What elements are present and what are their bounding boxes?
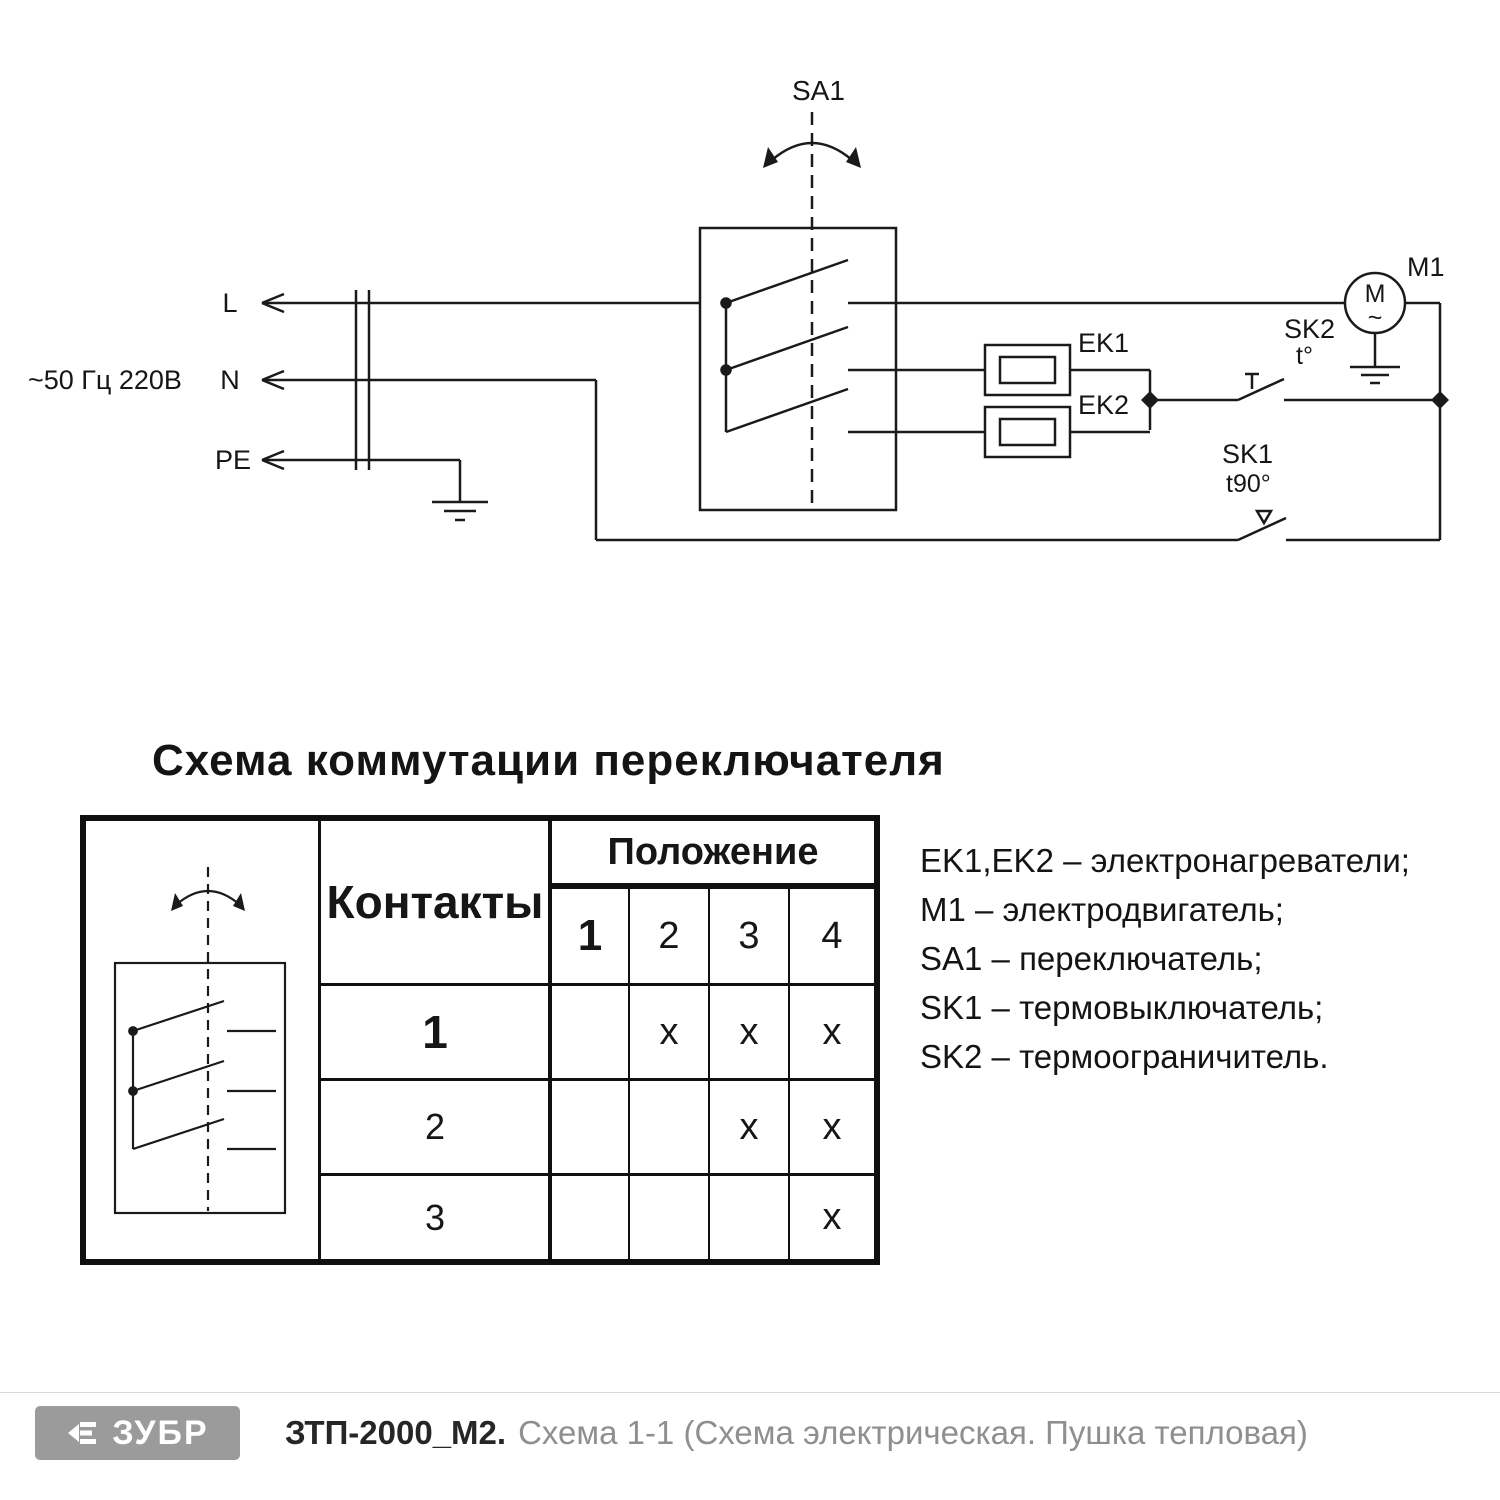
switch-symbol-drawing [113, 867, 287, 1215]
m1-label: M1 [1407, 252, 1445, 282]
schema-description: Схема 1-1 (Схема электрическая. Пушка те… [518, 1414, 1308, 1451]
zubr-logo-icon [68, 1422, 97, 1444]
legend-item: M1 – электродвигатель; [920, 891, 1284, 928]
grid-vline-contacts-left [318, 821, 321, 1259]
mark-cell: x [739, 1105, 759, 1148]
pe-ground-icon [432, 500, 488, 522]
grid-vline-col3 [788, 889, 790, 1259]
grid-hline-position-underline [552, 883, 874, 889]
line-pe-wire [261, 449, 462, 502]
zubr-logo: ЗУБР [35, 1406, 240, 1460]
mark-cell: x [822, 1010, 842, 1053]
contact-row-label: 3 [424, 1196, 446, 1238]
switch-table: Контакты Положение 1 2 3 4 1 x x x 2 x x… [80, 815, 880, 1265]
position-3-header: 3 [738, 914, 760, 957]
legend-item: SK1 – термовыключатель; [920, 989, 1324, 1026]
sa1-contacts [720, 258, 849, 434]
switch-table-title: Схема коммутации переключателя [152, 736, 945, 785]
line-n-wire [261, 369, 598, 540]
mark-cell: x [822, 1196, 842, 1238]
mark-cell [552, 986, 628, 1078]
contact-row-label: 2 [424, 1106, 446, 1147]
grid-hline-row2 [318, 1078, 874, 1081]
circuit-wires [261, 112, 1449, 542]
power-rating-label: ~50 Гц 220В [28, 365, 182, 395]
mark-cell: x [739, 1010, 759, 1053]
footer: ЗУБР ЗТП-2000_М2. Схема 1-1 (Схема элект… [0, 1392, 1500, 1500]
mark-cell [710, 1176, 788, 1259]
mark-cell: x [822, 1105, 842, 1148]
sk1-temp-label: t90° [1226, 470, 1271, 498]
motor-m1-symbol [1343, 271, 1440, 385]
legend-item: EK1,EK2 – электронагреватели; [920, 842, 1410, 879]
mark-cell [630, 1176, 708, 1259]
terminal-block-icon [354, 290, 371, 470]
grid-hline-row3 [318, 1173, 874, 1176]
sk2-label: SK2 [1284, 314, 1335, 344]
motor-ac-label: ~ [1368, 304, 1383, 332]
heater-ek1-symbol [848, 343, 1152, 430]
zubr-logo-text: ЗУБР [112, 1413, 209, 1452]
line-l-wire [261, 292, 700, 314]
mark-cell [552, 1081, 628, 1173]
sk1-label: SK1 [1222, 439, 1273, 469]
legend: EK1,EK2 – электронагреватели; M1 – элект… [920, 836, 1410, 1081]
position-header: Положение [607, 830, 819, 873]
contact-row-label: 1 [422, 1006, 448, 1058]
sk1-thermal-switch-symbol [596, 509, 1440, 542]
position-4-header: 4 [821, 914, 843, 957]
mark-cell [552, 1176, 628, 1259]
line-l-label: L [222, 288, 237, 318]
sk2-thermal-limiter-symbol [1150, 372, 1440, 402]
line-n-label: N [220, 365, 240, 395]
ek1-label: EK1 [1078, 328, 1129, 358]
heater-ek2-symbol [848, 405, 1150, 459]
circuit-diagram: SA1 L N PE ~50 Гц 220В EK1 EK2 M1 M ~ SK… [28, 75, 1449, 542]
model-number: ЗТП-2000_М2. [285, 1414, 507, 1451]
grid-vline-col2 [708, 889, 710, 1259]
position-1-header: 1 [577, 911, 603, 960]
grid-vline-col1 [628, 889, 630, 1259]
sa1-rotation-arrow-icon [763, 141, 861, 168]
legend-item: SA1 – переключатель; [920, 940, 1263, 977]
mark-cell: x [659, 1010, 679, 1053]
contacts-header: Контакты [326, 876, 544, 928]
footer-caption: ЗТП-2000_М2. Схема 1-1 (Схема электричес… [285, 1393, 1308, 1473]
sk2-temp-label: t° [1296, 342, 1313, 370]
line-pe-label: PE [215, 445, 251, 475]
motor-letter-label: M [1365, 280, 1386, 308]
grid-vline-contacts-right [548, 821, 552, 1259]
position-2-header: 2 [658, 914, 680, 957]
ek2-label: EK2 [1078, 390, 1129, 420]
legend-item: SK2 – термоограничитель. [920, 1038, 1329, 1075]
grid-hline-row1 [318, 983, 874, 986]
mark-cell [630, 1081, 708, 1173]
sa1-label: SA1 [792, 75, 845, 106]
